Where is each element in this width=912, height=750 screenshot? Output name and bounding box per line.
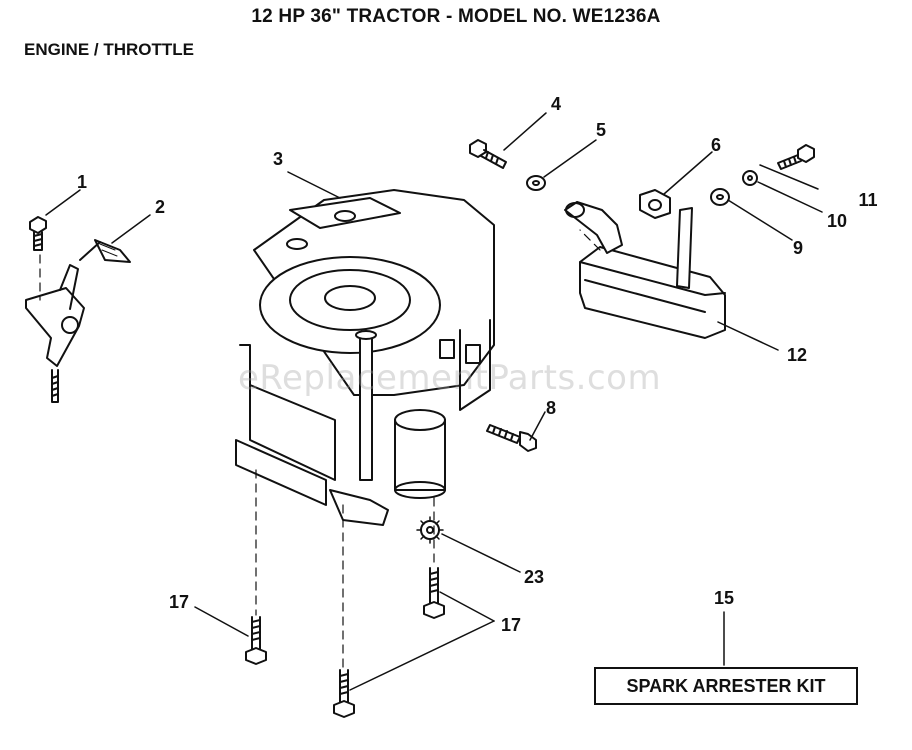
callout-9: 9 xyxy=(793,238,803,258)
callout-17-left: 17 xyxy=(169,592,189,612)
part-12-muffler xyxy=(564,201,726,339)
part-9-washer xyxy=(710,188,730,206)
section-title: ENGINE / THROTTLE xyxy=(24,40,194,59)
part-1-bolt xyxy=(29,216,47,251)
part-17-bolt-middle xyxy=(423,567,445,619)
callout-23: 23 xyxy=(524,567,544,587)
callout-12: 12 xyxy=(787,345,807,365)
watermark-text: eReplacementParts.com xyxy=(238,358,662,398)
part-17-bolt-left xyxy=(245,616,267,665)
callout-1: 1 xyxy=(77,172,87,192)
part-4-bolt xyxy=(469,139,507,169)
part-8-bolt xyxy=(486,424,537,452)
part-2-throttle-bracket xyxy=(25,239,131,403)
callout-17-right: 17 xyxy=(501,615,521,635)
callout-3: 3 xyxy=(273,149,283,169)
part-3-engine xyxy=(235,189,495,526)
part-5-washer xyxy=(526,175,546,191)
callout-15: 15 xyxy=(714,588,734,608)
part-23-star-washer xyxy=(416,516,444,544)
callout-4: 4 xyxy=(551,94,561,114)
callout-8: 8 xyxy=(546,398,556,418)
callout-2: 2 xyxy=(155,197,165,217)
leader-lines xyxy=(45,112,823,691)
spark-arrester-kit-label: SPARK ARRESTER KIT xyxy=(594,667,858,705)
part-17-bolt-right xyxy=(333,669,355,718)
callout-6: 6 xyxy=(711,135,721,155)
callout-11: 11 xyxy=(858,190,877,210)
part-11-bolt xyxy=(777,144,815,170)
part-6-gasket xyxy=(639,189,671,219)
alignment-lines xyxy=(39,229,601,669)
callout-5: 5 xyxy=(596,120,606,140)
callout-10: 10 xyxy=(827,211,847,231)
diagram-title: 12 HP 36" TRACTOR - MODEL NO. WE1236A xyxy=(251,6,661,27)
part-10-lockwasher xyxy=(742,170,758,186)
